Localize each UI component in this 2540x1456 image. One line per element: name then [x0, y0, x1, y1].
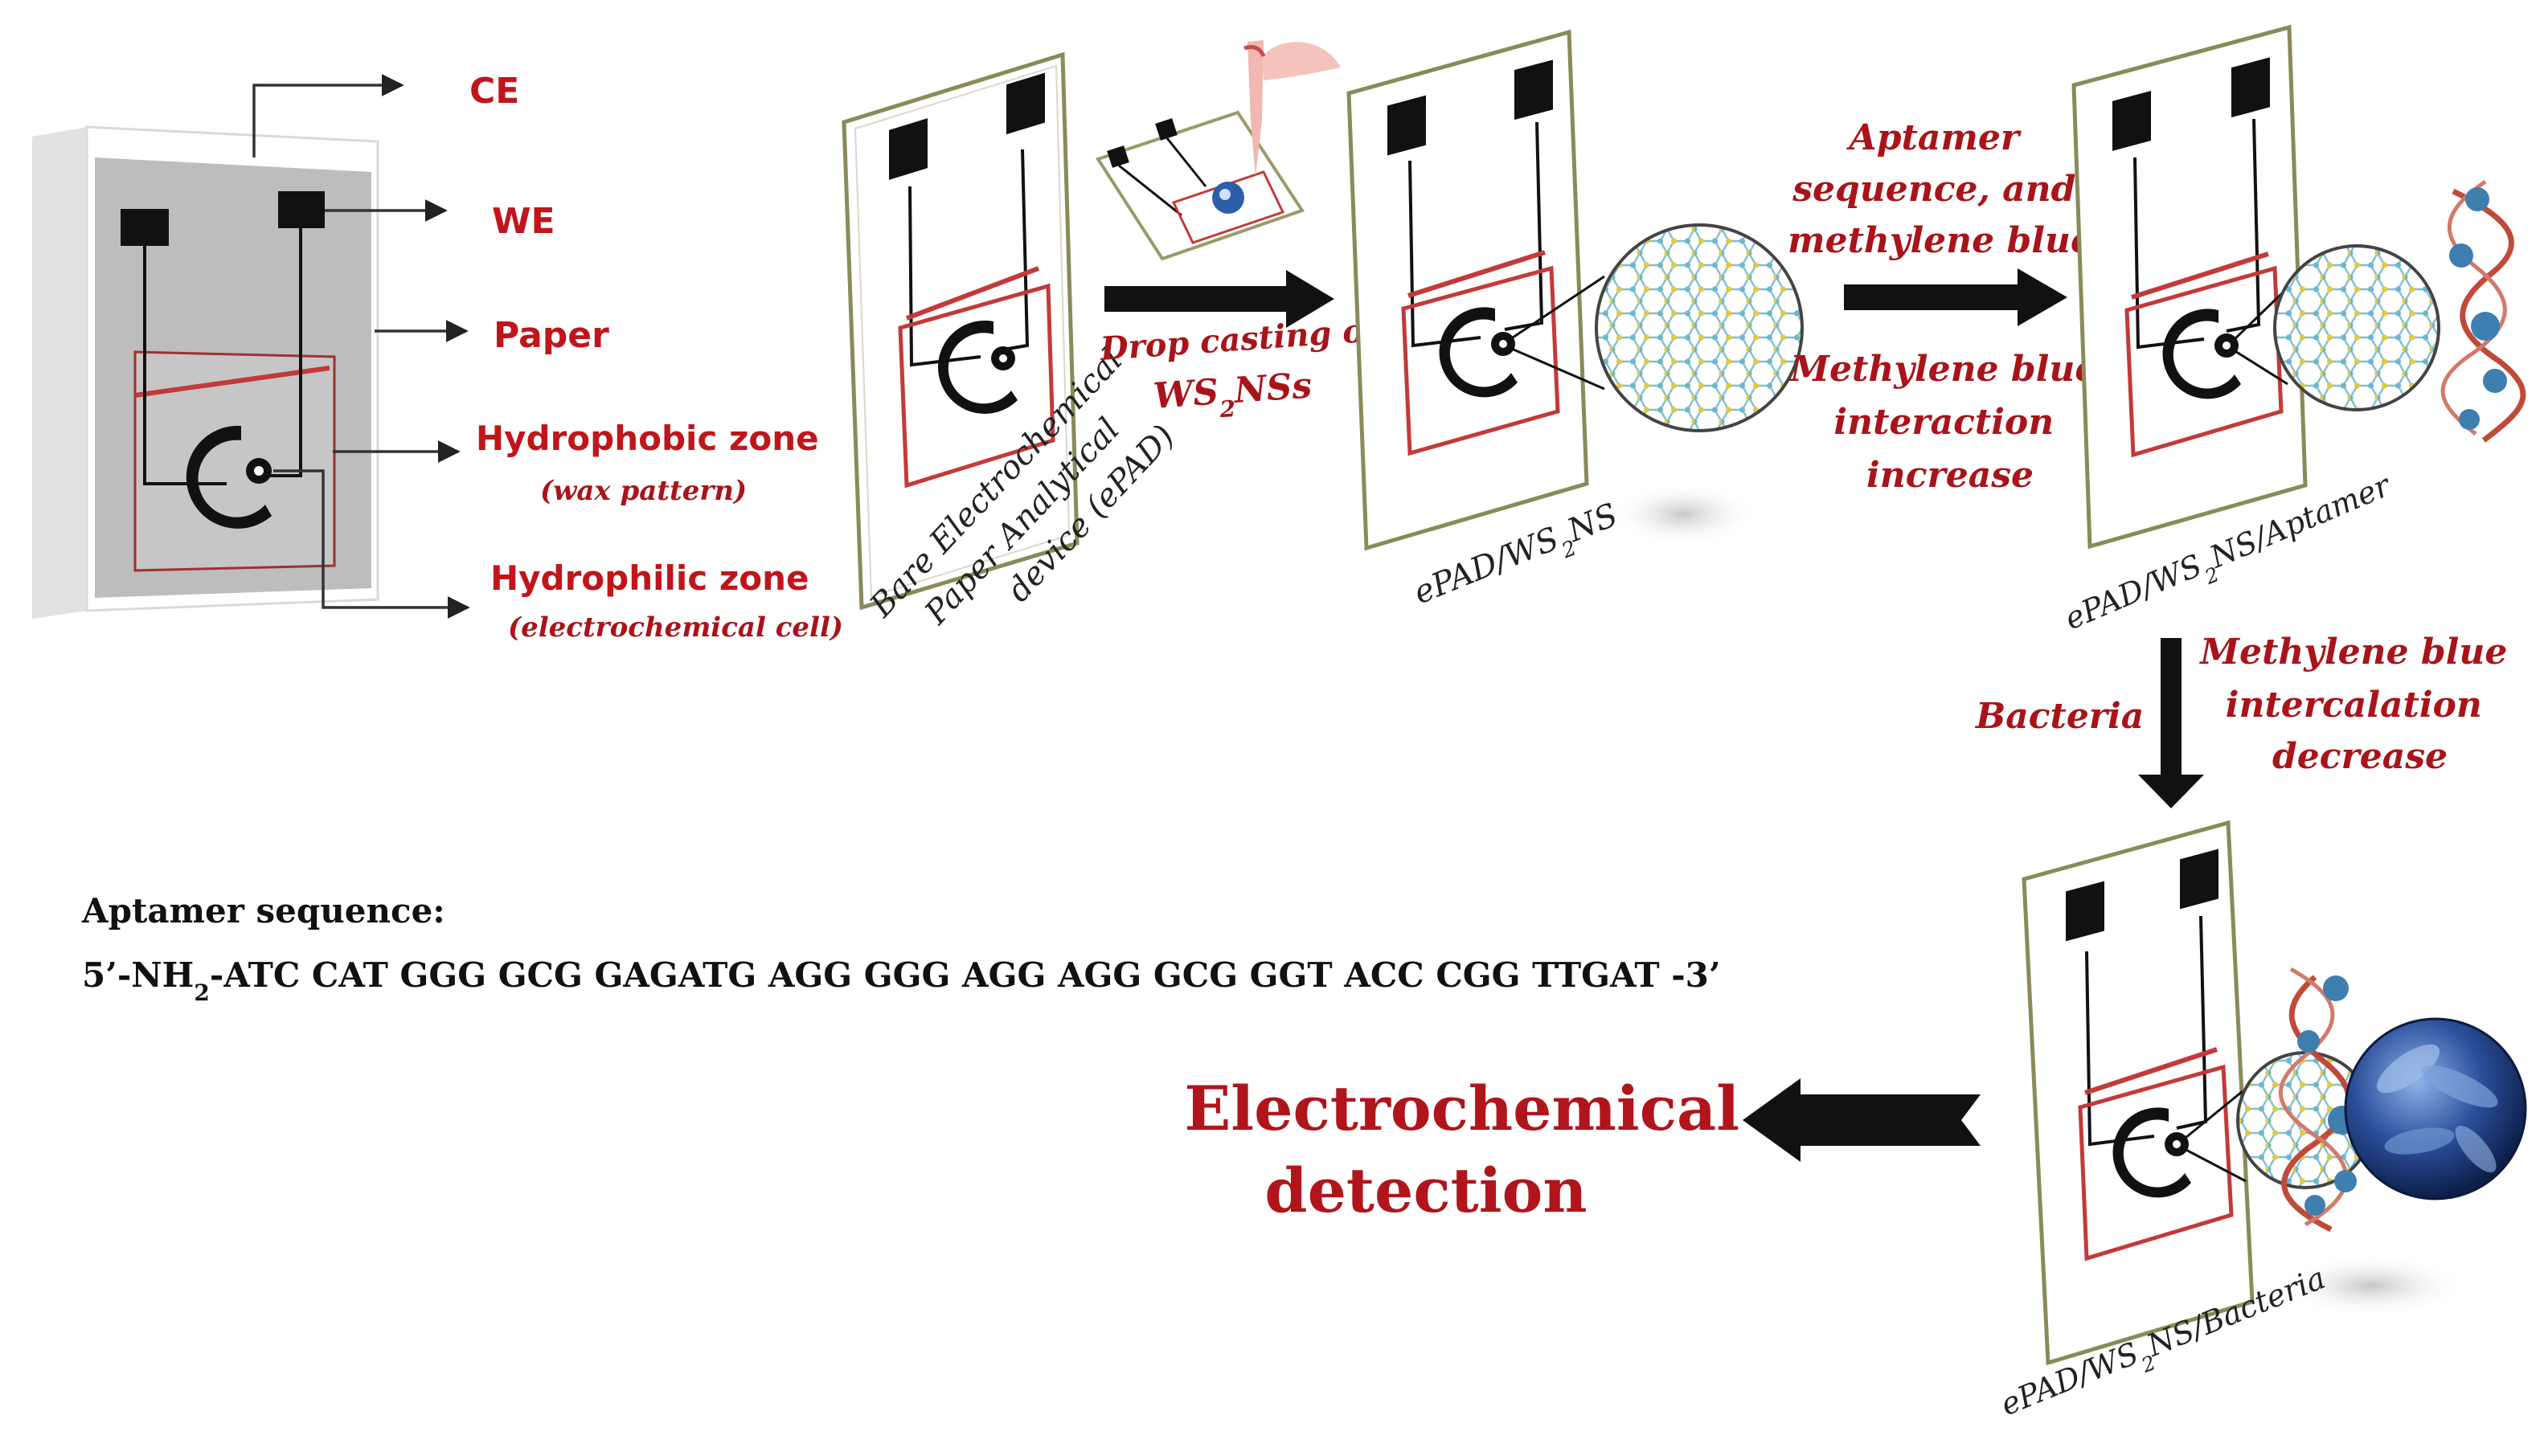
methylene-blue-icon [2334, 1170, 2357, 1192]
result-electrochemical-detection: Electrochemical detection [1184, 1073, 1760, 1226]
arrow-bacteria-capture [2138, 638, 2204, 808]
methylene-blue-icon [2323, 975, 2349, 1001]
methylene-blue-icon [2297, 1030, 2320, 1053]
label-hydrophobic: Hydrophobic zone [476, 419, 819, 458]
aptamer-helix-1 [2440, 179, 2526, 443]
arrow-drop-casting [1104, 270, 1334, 328]
device-epad-ws2ns-bacteria [2022, 820, 2468, 1366]
methylene-blue-icon [2459, 409, 2480, 430]
step-mb-decrease: Methylene blue intercalation decrease [2198, 632, 2519, 777]
step-mb-increase: Methylene blue interaction increase [1788, 349, 2109, 496]
arrow-detection [1743, 1078, 1981, 1162]
label-hydrophilic-sub: (electrochemical cell) [508, 611, 843, 644]
legend-cell-counter [186, 425, 272, 529]
label-we: WE [492, 201, 555, 242]
device-epad-ws2ns-aptamer [2071, 24, 2308, 550]
legend-device [32, 125, 379, 619]
ws2-nanosheet-zoom-2 [2273, 244, 2440, 411]
methylene-blue-icon [2449, 243, 2473, 268]
step-aptamer-mb: Aptamer sequence, and methylene blue [1788, 117, 2093, 261]
label-hydrophilic: Hydrophilic zone [490, 558, 809, 598]
arrow-aptamer-loading [1844, 268, 2067, 326]
aptamer-sequence: 5’-NH2-ATC CAT GGG GCG GAGATG AGG GGG AG… [82, 955, 1720, 1006]
step-drop-casting: Drop casting of [1098, 311, 1383, 368]
step-drop-casting-ws2: WS2NSs [1152, 365, 1313, 427]
legend-we-pad [278, 191, 325, 228]
label-paper: Paper [494, 315, 609, 356]
ws2-nanosheet-zoom-1 [1595, 223, 1804, 432]
label-hydrophobic-sub: (wax pattern) [540, 475, 747, 507]
aptamer-sequence-heading: Aptamer sequence: [81, 891, 445, 930]
legend-wax-line [134, 366, 330, 398]
methylene-blue-icon [2471, 312, 2500, 341]
label-ce: CE [469, 71, 519, 112]
legend-connectors [252, 74, 470, 619]
legend-ce-pad [121, 209, 169, 246]
drop-casting-chip-illustration [1095, 40, 1341, 261]
bacteria-icon [2344, 1017, 2527, 1200]
step-bacteria: Bacteria [1974, 696, 2144, 737]
methylene-blue-icon [2304, 1195, 2325, 1216]
device-bare-epad [842, 51, 1080, 611]
device-epad-ws2ns [1346, 29, 1757, 551]
methylene-blue-icon [2483, 369, 2507, 393]
ws2-nanosheet-zoom-3 [2236, 1051, 2374, 1189]
methylene-blue-icon [2465, 187, 2489, 211]
